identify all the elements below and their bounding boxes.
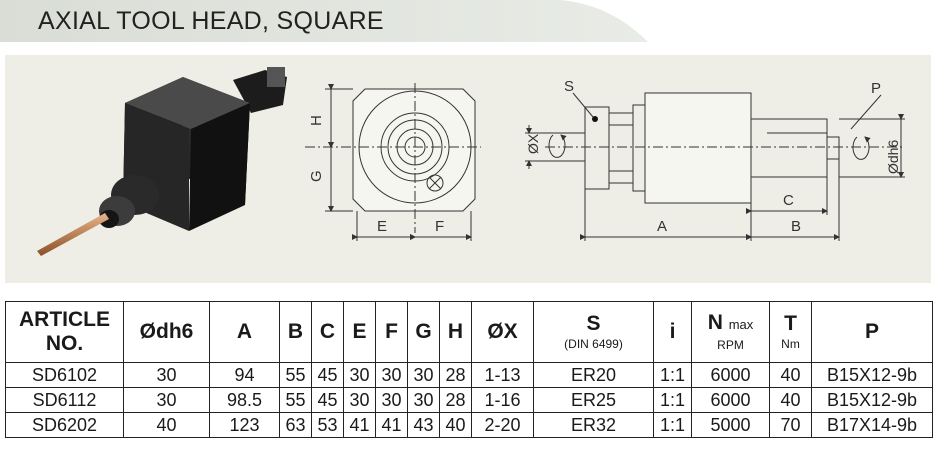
cell-dh6: 40 [123,412,210,438]
cell-s: ER20 [533,362,654,388]
spec-table: ARTICLE NO. Ødh6 A B C E F G H ØX S (DIN… [5,301,933,438]
side-label-a: A [657,218,667,235]
cell-g: 30 [407,387,440,413]
cell-b: 55 [279,362,312,388]
cell-c: 53 [311,412,344,438]
cell-a: 98.5 [209,387,280,413]
side-label-s: S [564,78,574,95]
table-row: SD6202 40 123 63 53 41 41 43 40 2-20 ER3… [5,412,933,438]
front-label-g: G [308,170,325,182]
cell-p: B15X12-9b [811,387,933,413]
cell-s: ER32 [533,412,654,438]
cell-t: 70 [769,412,812,438]
cell-h: 28 [439,387,472,413]
drawing-panel: H G E F [5,55,931,283]
collet-marker-icon [592,116,598,122]
cell-n: 6000 [691,387,770,413]
cell-p: B17X14-9b [811,412,933,438]
header-s: S (DIN 6499) [533,301,654,363]
cell-article: SD6112 [5,387,124,413]
cell-g: 43 [407,412,440,438]
front-label-e: E [377,218,387,235]
tool-head-photo [37,67,287,256]
cell-f: 30 [375,362,408,388]
cell-i: 1:1 [653,412,692,438]
header-x: ØX [471,301,534,363]
cell-e: 30 [343,387,376,413]
cell-h: 28 [439,362,472,388]
header-g: G [407,301,440,363]
table-row: SD6112 30 98.5 55 45 30 30 30 28 1-16 ER… [5,387,933,413]
front-label-h: H [308,115,325,126]
header-h: H [439,301,472,363]
cell-f: 41 [375,412,408,438]
side-view [525,92,905,241]
title-bar: AXIAL TOOL HEAD, SQUARE [0,0,650,44]
cell-h: 40 [439,412,472,438]
cell-i: 1:1 [653,362,692,388]
title-banner-shape [0,0,648,42]
cell-f: 30 [375,387,408,413]
header-e: E [343,301,376,363]
cell-a: 94 [209,362,280,388]
cell-n: 5000 [691,412,770,438]
cell-b: 63 [279,412,312,438]
table-header-row: ARTICLE NO. Ødh6 A B C E F G H ØX S (DIN… [5,301,933,363]
header-dh6: Ødh6 [123,301,210,363]
header-article: ARTICLE NO. [5,301,124,363]
technical-drawing: H G E F [37,67,905,256]
cell-n: 6000 [691,362,770,388]
cell-t: 40 [769,362,812,388]
cell-c: 45 [311,362,344,388]
cell-e: 41 [343,412,376,438]
header-n: N max RPM [691,301,770,363]
side-label-p: P [871,80,881,97]
header-b: B [279,301,312,363]
header-p: P [811,301,933,363]
cell-dh6: 30 [123,387,210,413]
header-i: i [653,301,692,363]
side-label-c: C [783,192,794,209]
header-t: T Nm [769,301,812,363]
front-view [305,83,481,241]
cell-i: 1:1 [653,387,692,413]
header-n-unit: RPM [717,338,744,352]
side-label-x: ØX [525,133,541,154]
cell-x: 2-20 [471,412,534,438]
table-row: SD6102 30 94 55 45 30 30 30 28 1-13 ER20… [5,362,933,388]
header-t-unit: Nm [781,337,800,351]
cell-x: 1-13 [471,362,534,388]
front-label-f: F [435,218,444,235]
cell-c: 45 [311,387,344,413]
header-f: F [375,301,408,363]
cell-e: 30 [343,362,376,388]
cell-p: B15X12-9b [811,362,933,388]
header-a: A [209,301,280,363]
cell-b: 55 [279,387,312,413]
cell-s: ER25 [533,387,654,413]
cell-x: 1-16 [471,387,534,413]
cell-t: 40 [769,387,812,413]
cell-article: SD6102 [5,362,124,388]
cell-article: SD6202 [5,412,124,438]
side-label-dh6: Ødh6 [885,140,901,174]
header-c: C [311,301,344,363]
header-s-sub: (DIN 6499) [564,337,623,351]
cell-a: 123 [209,412,280,438]
side-label-b: B [791,218,801,235]
page-title: AXIAL TOOL HEAD, SQUARE [38,7,384,35]
cell-dh6: 30 [123,362,210,388]
cell-g: 30 [407,362,440,388]
